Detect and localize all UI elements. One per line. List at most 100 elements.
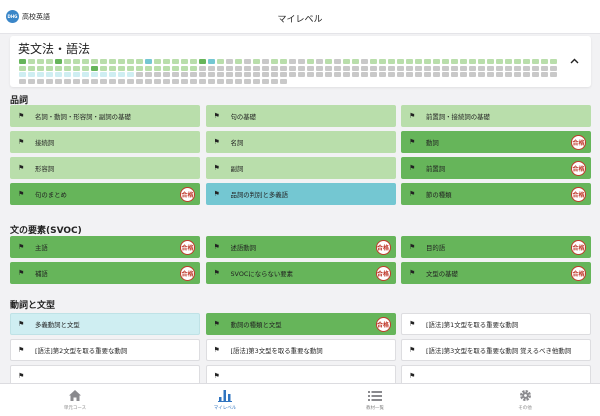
topic-cell[interactable]: ⚑[語法]第3文型を取る重要な動詞 (205, 339, 396, 361)
progress-square (208, 59, 215, 64)
progress-square (352, 59, 359, 64)
flag-icon: ⚑ (18, 346, 25, 354)
flag-icon: ⚑ (18, 320, 25, 328)
progress-square (361, 72, 368, 77)
progress-square (19, 78, 26, 84)
progress-square (433, 72, 440, 77)
progress-square (181, 59, 188, 64)
topic-cell[interactable]: ⚑句のまとめ合格 (10, 183, 200, 205)
progress-square (460, 65, 467, 71)
flag-icon: ⚑ (409, 112, 416, 120)
progress-square (280, 78, 287, 84)
progress-square (262, 65, 269, 71)
topic-cell[interactable]: ⚑[語法]第1文型を取る重要な動詞 (401, 313, 591, 335)
bar-chart-icon (218, 388, 232, 402)
topic-cell[interactable]: ⚑補語合格 (10, 262, 200, 284)
topic-cell[interactable]: ⚑前置詞・接続詞の基礎 (401, 105, 591, 127)
progress-square (100, 72, 107, 77)
progress-square (235, 78, 242, 84)
topic-cell[interactable]: ⚑副詞 (205, 157, 396, 179)
progress-square (73, 59, 80, 64)
progress-square (82, 72, 89, 77)
flag-icon: ⚑ (409, 190, 416, 198)
tab-other[interactable]: その他 (450, 384, 600, 416)
topic-cell[interactable]: ⚑品詞の判別と多義語 (205, 183, 396, 205)
progress-square (145, 72, 152, 77)
progress-square (442, 65, 449, 71)
topic-cell[interactable]: ⚑動詞合格 (401, 131, 591, 153)
topic-label: 句の基礎 (230, 112, 257, 121)
progress-square (163, 65, 170, 71)
progress-square (109, 59, 116, 64)
pass-stamp: 合格 (375, 240, 391, 255)
tab-materials[interactable]: 教材一覧 (300, 384, 450, 416)
progress-square (532, 72, 539, 77)
progress-square (505, 59, 512, 64)
flag-icon: ⚑ (213, 243, 220, 251)
topic-label: 多義動詞と文型 (35, 320, 80, 329)
topic-cell[interactable]: ⚑前置詞合格 (401, 157, 591, 179)
progress-square (388, 59, 395, 64)
progress-square (28, 78, 35, 84)
pass-stamp: 合格 (571, 187, 586, 202)
progress-square (100, 59, 107, 64)
progress-square (109, 78, 116, 84)
pass-stamp: 合格 (571, 266, 586, 281)
progress-square (334, 72, 341, 77)
topic-cell[interactable]: ⚑形容詞 (10, 157, 200, 179)
topic-cell[interactable]: ⚑主語合格 (10, 236, 200, 258)
flag-icon: ⚑ (213, 112, 220, 120)
progress-square (532, 65, 539, 71)
pass-stamp: 合格 (571, 135, 586, 150)
progress-square (82, 65, 89, 71)
chevron-up-icon[interactable] (570, 54, 579, 66)
topic-cell[interactable]: ⚑接続詞 (10, 131, 200, 153)
progress-square (298, 72, 305, 77)
progress-square (217, 72, 224, 77)
progress-square (478, 65, 485, 71)
topic-cell[interactable]: ⚑ 句の基礎 (205, 105, 396, 127)
tab-label: 教材一覧 (366, 406, 384, 411)
progress-square (253, 78, 260, 84)
tab-course[interactable]: 単元コース (0, 384, 150, 416)
topic-cell[interactable]: ⚑ [語法]第3文型を取る重要な動詞 覚えるべき他動詞 (401, 339, 591, 361)
pass-stamp: 合格 (571, 161, 586, 176)
progress-square (208, 65, 215, 71)
topic-cell[interactable]: ⚑名詞 (205, 131, 396, 153)
topic-cell[interactable]: ⚑文型の基礎合格 (401, 262, 591, 284)
topic-cell[interactable]: ⚑名詞・動詞・形容詞・副詞の基礎 (10, 105, 200, 127)
flag-icon: ⚑ (213, 164, 220, 172)
progress-square (28, 65, 35, 71)
section-title: 品詞 (10, 96, 29, 106)
tab-label: 単元コース (63, 406, 87, 411)
flag-icon: ⚑ (409, 346, 416, 354)
topic-label: [語法]第3文型を取る重要な動詞 覚えるべき他動詞 (426, 346, 572, 355)
progress-square (541, 72, 548, 77)
tab-my-level[interactable]: マイレベル (150, 384, 300, 416)
topic-cell[interactable]: ⚑動詞の種類と文型合格 (205, 313, 396, 335)
course-logo: DHG (6, 10, 19, 23)
topic-cell[interactable]: ⚑目的語合格 (401, 236, 591, 258)
flag-icon: ⚑ (213, 372, 220, 380)
progress-square (388, 72, 395, 77)
progress-square (298, 59, 305, 64)
topic-cell[interactable]: ⚑[語法]第2文型を取る重要な動詞 (10, 339, 200, 361)
progress-square (541, 59, 548, 64)
progress-square (226, 72, 233, 77)
progress-square (154, 72, 161, 77)
progress-square (496, 65, 503, 71)
topic-label: 接続詞 (35, 138, 55, 147)
flag-icon: ⚑ (409, 269, 416, 277)
progress-square (370, 59, 377, 64)
flag-icon: ⚑ (213, 138, 220, 146)
topic-cell[interactable]: ⚑節の種類合格 (401, 183, 591, 205)
progress-square (37, 78, 44, 84)
progress-square (91, 59, 98, 64)
topic-cell[interactable]: ⚑ 多義動詞と文型 (10, 313, 200, 335)
flag-icon: ⚑ (213, 320, 220, 328)
progress-square (55, 72, 62, 77)
course-switcher[interactable]: DHG 高校英語 (6, 10, 50, 23)
topic-cell[interactable]: ⚑述語動詞合格 (205, 236, 396, 258)
topic-cell[interactable]: ⚑SVOCにならない要素合格 (205, 262, 396, 284)
progress-square (163, 72, 170, 77)
